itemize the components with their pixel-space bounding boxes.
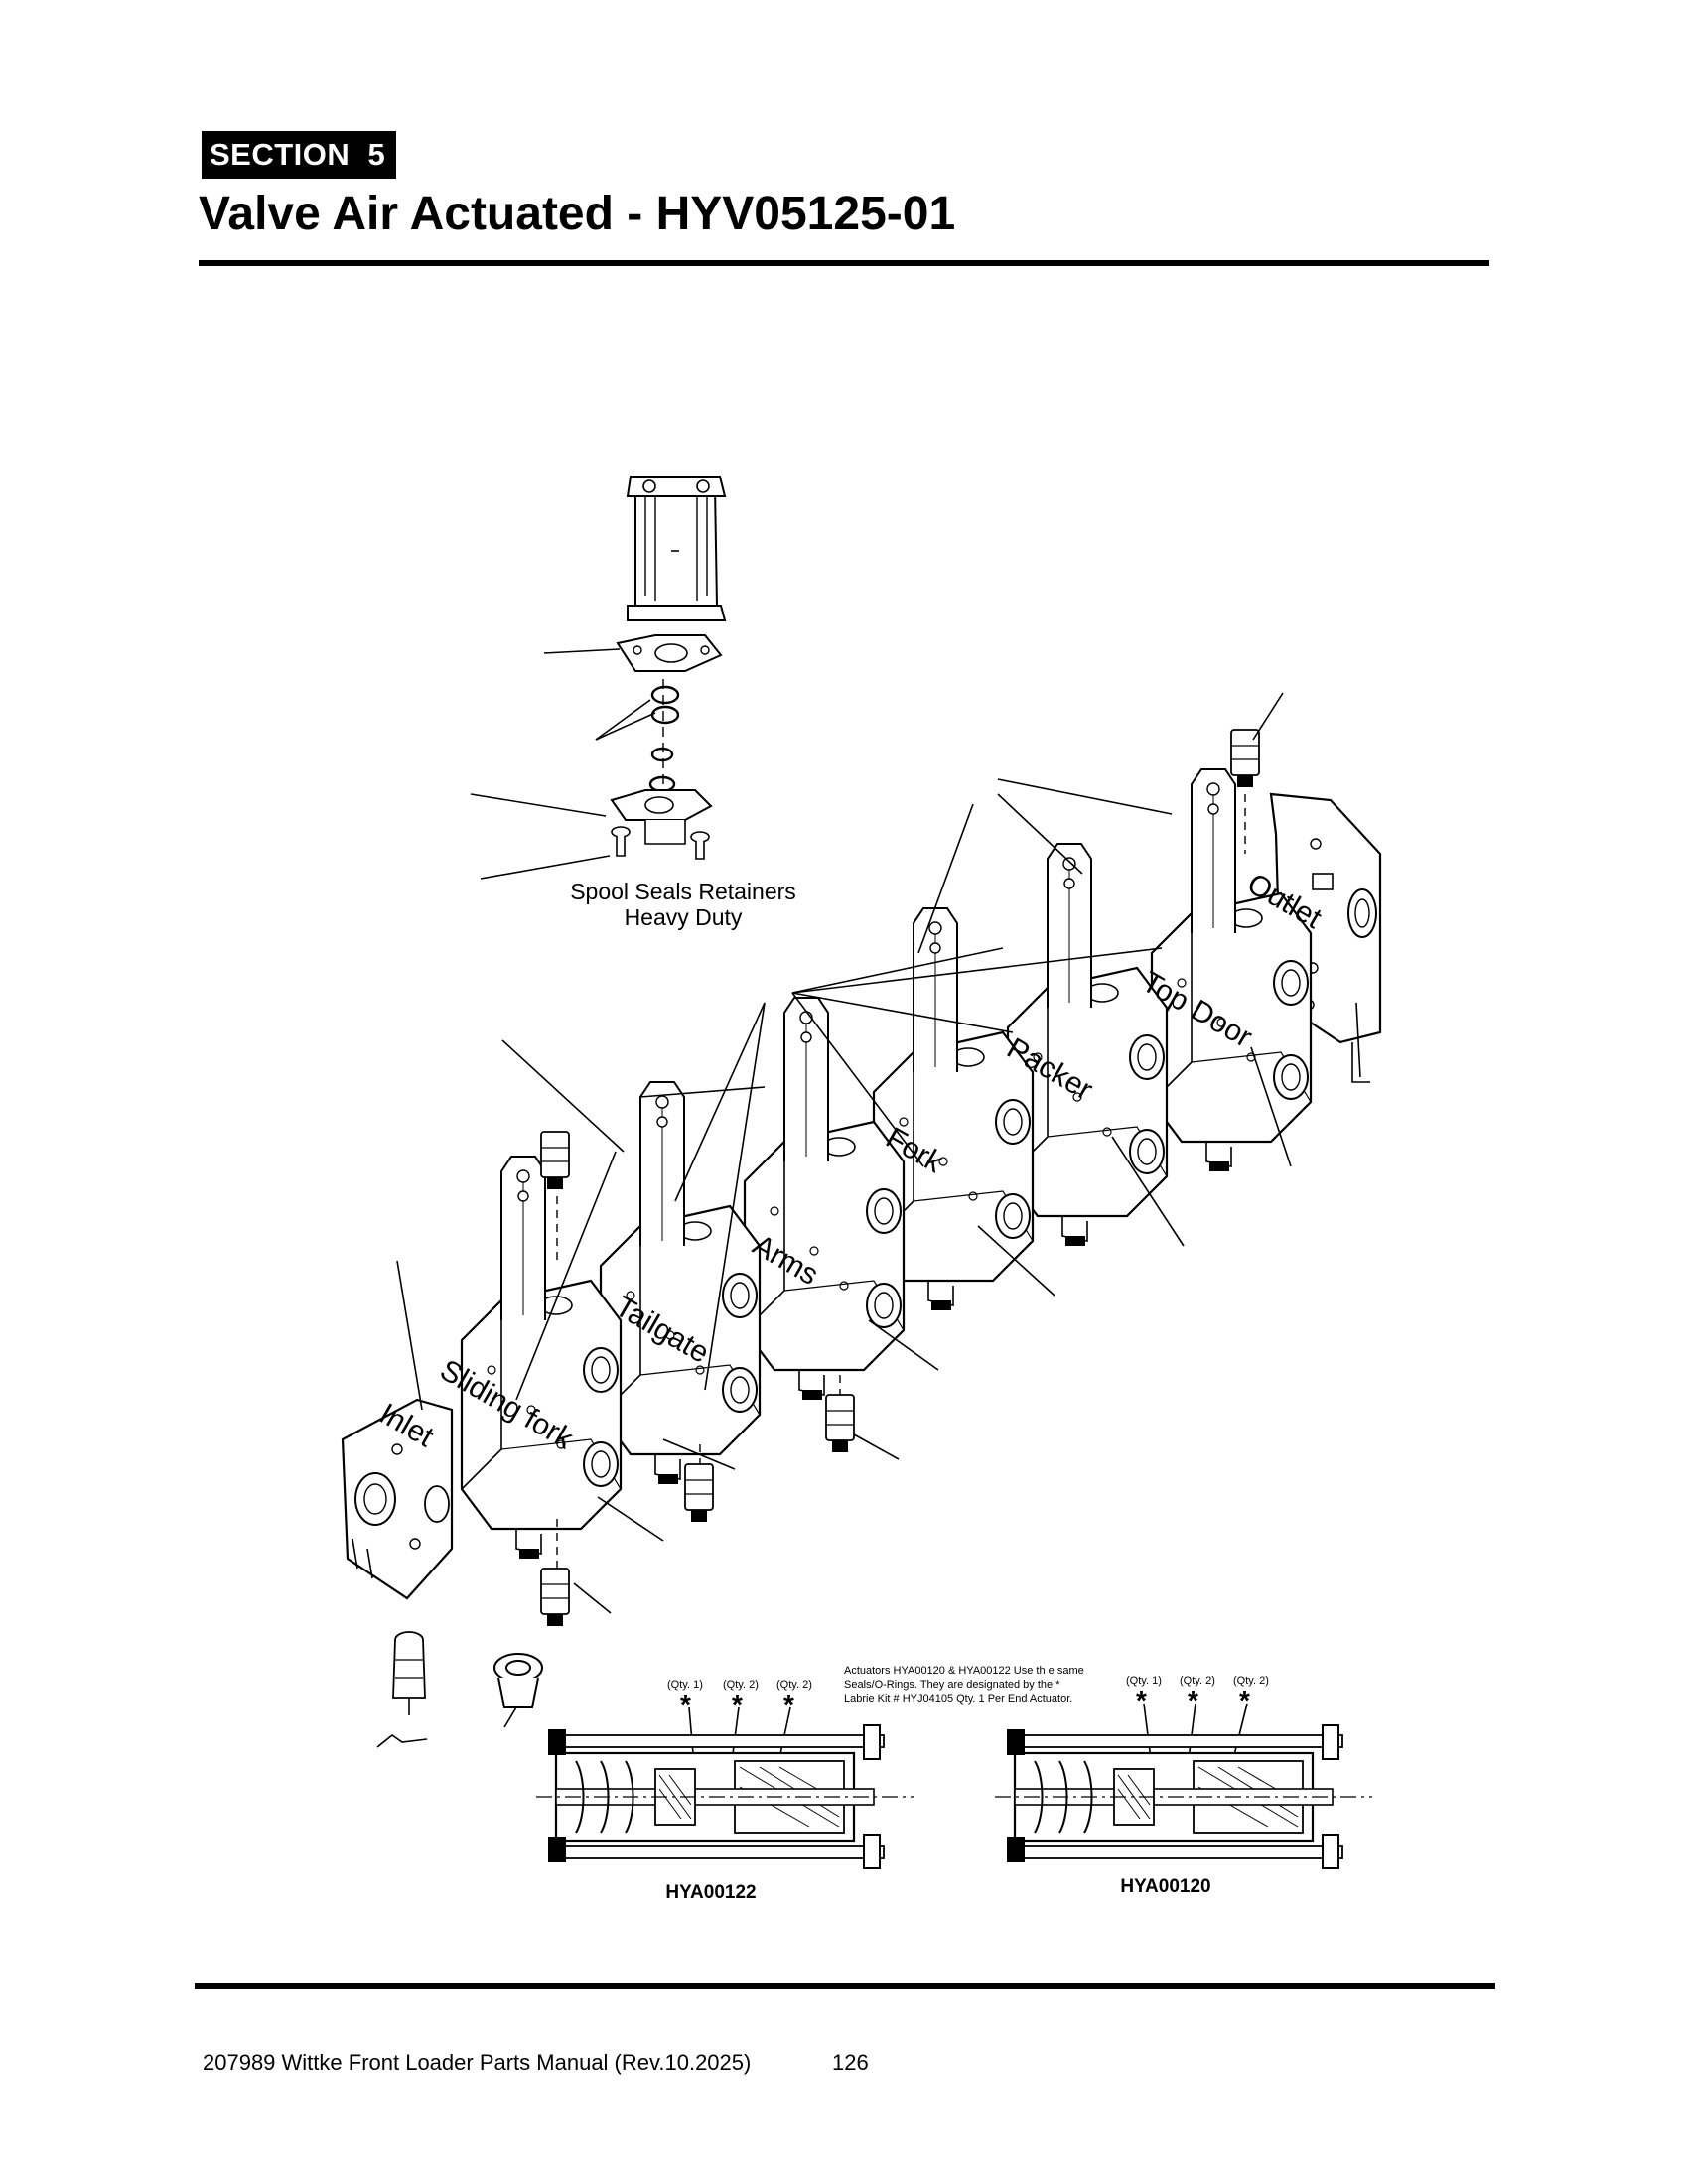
page-number: 126 [832,2050,869,2075]
spool-o-rings [648,685,680,793]
diagram-leader-lines [396,692,1361,1728]
actuator-note-line1: Actuators HYA00120 & HYA00122 Use th e s… [844,1665,1084,1677]
seal-asterisk-right-3: * [1239,1685,1250,1715]
inlet-plug [493,1653,543,1708]
top-leader-lines [470,648,656,880]
relief-cartridge-arms [825,1394,855,1453]
inlet-end-cover [341,1398,454,1600]
actuator-label-hya00120: HYA00120 [1120,1876,1210,1897]
actuator-label-hya00122: HYA00122 [665,1882,756,1903]
footer-document-title: 207989 Wittke Front Loader Parts Manual … [203,2050,752,2075]
actuator-cross-section-hya00122 [534,1723,915,1870]
qty-callout-right-2: (Qty. 2) [1180,1675,1215,1687]
inlet-fitting [392,1631,426,1699]
qty-callout-right-1: (Qty. 1) [1126,1675,1162,1687]
seal-asterisk-left-1: * [680,1689,691,1719]
retainer-caption-line1: Spool Seals Retainers [570,879,796,904]
lower-retainer-plate [610,789,713,845]
retainer-screws [611,826,710,860]
spool-sliding-fork [500,1156,546,1321]
inlet-port-mark [376,1734,428,1748]
seal-asterisk-left-3: * [783,1689,794,1719]
spool-arms [783,997,829,1162]
retainer-caption-line2: Heavy Duty [625,904,743,930]
qty-callout-left-1: (Qty. 1) [667,1679,703,1691]
actuator-note-line3: Labrie Kit # HYJ04105 Qty. 1 Per End Act… [844,1693,1072,1705]
cartridge-axes [556,1196,841,1569]
seal-asterisk-left-2: * [732,1689,743,1719]
qty-callout-right-3: (Qty. 2) [1233,1675,1269,1687]
spool-fork [913,907,958,1073]
page-title: Valve Air Actuated - HYV05125-01 [199,188,956,240]
upper-retainer-plate [616,634,723,672]
qty-callout-left-2: (Qty. 2) [723,1679,759,1691]
qty-callout-left-3: (Qty. 2) [776,1679,812,1691]
footer-divider [195,1983,1495,1989]
section-badge: SECTION 5 [202,131,396,179]
seal-asterisk-right-2: * [1188,1685,1198,1715]
spool-tailgate [639,1081,685,1247]
outlet-relief-cartridge [1230,729,1260,788]
relief-cartridge-tailgate [684,1463,714,1523]
seal-asterisk-right-1: * [1136,1685,1147,1715]
actuator-note-line2: Seals/O-Rings. They are designated by th… [844,1679,1060,1691]
header-divider [199,260,1489,266]
actuator-cross-section-hya00120 [993,1723,1374,1870]
spool-top-door [1191,768,1236,934]
relief-cartridge-sliding [540,1568,570,1627]
spool-packer [1047,843,1092,1009]
top-air-actuator [626,476,727,621]
